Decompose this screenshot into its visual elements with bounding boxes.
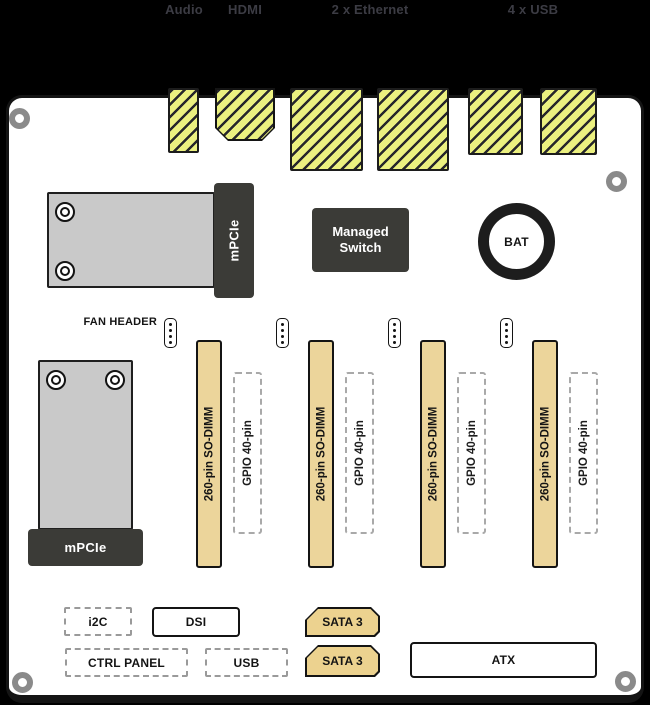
sodimm-slot-label: 260-pin SO-DIMM xyxy=(427,406,439,502)
atx-connector: ATX xyxy=(410,642,597,678)
mounting-hole-icon xyxy=(606,171,627,192)
i2c-label: i2C xyxy=(88,614,108,629)
sodimm-slot-2: 260-pin SO-DIMM xyxy=(308,340,334,568)
sodimm-slot-label: 260-pin SO-DIMM xyxy=(539,406,551,502)
sata-connector-1: SATA 3 xyxy=(305,607,380,637)
gpio-header-2: GPIO 40-pin xyxy=(345,372,374,534)
sodimm-slot-4: 260-pin SO-DIMM xyxy=(532,340,558,568)
gpio-header-label: GPIO 40-pin xyxy=(241,420,254,486)
mpcie-slot-top-label: mPCIe xyxy=(226,219,242,262)
ethernet-connector-1 xyxy=(290,88,363,171)
ethernet-port-label: 2 x Ethernet xyxy=(331,2,409,17)
fan-header-pins-icon xyxy=(388,318,401,348)
hdmi-connector-fill xyxy=(217,90,273,139)
dsi-connector: DSI xyxy=(152,607,240,637)
mpcie-slot-left: mPCIe xyxy=(28,529,143,566)
ctrl-panel-label: CTRL PANEL xyxy=(88,655,165,670)
audio-port-label: Audio xyxy=(165,2,203,17)
usb-header-label: USB xyxy=(233,655,260,670)
gpio-header-3: GPIO 40-pin xyxy=(457,372,486,534)
mpcie-slot-top: mPCIe xyxy=(214,183,254,298)
sata-connector-2-fill: SATA 3 xyxy=(307,647,378,675)
managed-switch-label: Managed Switch xyxy=(332,223,389,255)
ctrl-panel-header: CTRL PANEL xyxy=(65,648,188,677)
battery-label: BAT xyxy=(504,234,529,249)
sata-connector-1-fill: SATA 3 xyxy=(307,609,378,635)
i2c-header: i2C xyxy=(64,607,132,636)
sodimm-slot-label: 260-pin SO-DIMM xyxy=(203,406,215,502)
hdmi-connector xyxy=(215,88,275,141)
usb-header: USB xyxy=(205,648,288,677)
sodimm-slot-label: 260-pin SO-DIMM xyxy=(315,406,327,502)
screw-icon xyxy=(105,370,125,390)
dsi-label: DSI xyxy=(185,615,207,629)
gpio-header-1: GPIO 40-pin xyxy=(233,372,262,534)
usb-port-label: 4 x USB xyxy=(507,2,559,17)
mounting-hole-icon xyxy=(12,672,33,693)
gpio-header-4: GPIO 40-pin xyxy=(569,372,598,534)
mpcie-card-top xyxy=(47,192,215,288)
battery-holder: BAT xyxy=(478,203,555,280)
fan-header-pins-icon xyxy=(276,318,289,348)
gpio-header-label: GPIO 40-pin xyxy=(353,420,366,486)
sodimm-slot-1: 260-pin SO-DIMM xyxy=(196,340,222,568)
screw-icon xyxy=(46,370,66,390)
managed-switch-chip: Managed Switch xyxy=(312,208,409,272)
sata-label: SATA 3 xyxy=(322,615,363,629)
gpio-header-label: GPIO 40-pin xyxy=(465,420,478,486)
mounting-hole-icon xyxy=(9,108,30,129)
ethernet-connector-2 xyxy=(377,88,449,171)
atx-label: ATX xyxy=(491,653,516,667)
fan-header-pins-icon xyxy=(164,318,177,348)
mpcie-slot-left-label: mPCIe xyxy=(64,540,107,555)
audio-connector xyxy=(168,88,199,153)
fan-header-label: FAN HEADER xyxy=(83,316,157,328)
gpio-header-label: GPIO 40-pin xyxy=(577,420,590,486)
usb-connector-2 xyxy=(540,88,597,155)
sata-connector-2: SATA 3 xyxy=(305,645,380,677)
usb-connector-1 xyxy=(468,88,523,155)
screw-icon xyxy=(55,261,75,281)
mounting-hole-icon xyxy=(615,671,636,692)
fan-header-pins-icon xyxy=(500,318,513,348)
sata-label: SATA 3 xyxy=(322,654,363,668)
sodimm-slot-3: 260-pin SO-DIMM xyxy=(420,340,446,568)
hdmi-port-label: HDMI xyxy=(227,2,263,17)
screw-icon xyxy=(55,202,75,222)
